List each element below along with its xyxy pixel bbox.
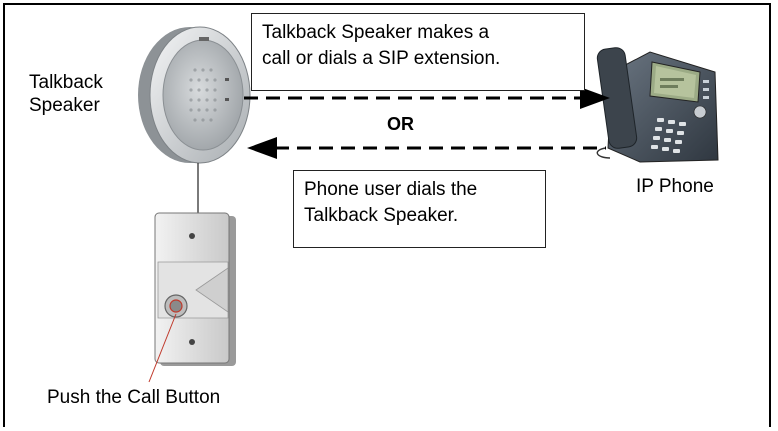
diagram-frame <box>3 3 771 427</box>
push-call-button-label: Push the Call Button <box>47 387 221 408</box>
outgoing-call-callout: Talkback Speaker makes a call or dials a… <box>251 13 585 91</box>
speaker-label: Talkback Speaker <box>29 71 103 117</box>
call-button-plate-icon <box>154 212 236 366</box>
outgoing-call-arrowhead <box>580 87 610 109</box>
speaker-label-line1: Talkback <box>29 72 103 93</box>
incoming-call-callout: Phone user dials the Talkback Speaker. <box>293 170 546 248</box>
or-label: OR <box>387 114 414 134</box>
phone-label: IP Phone <box>636 176 714 197</box>
incoming-callout-line2: Talkback Speaker. <box>304 205 459 226</box>
ip-phone-icon <box>596 47 719 163</box>
talkback-speaker-icon <box>138 26 251 164</box>
outgoing-callout-line2: call or dials a SIP extension. <box>262 48 501 69</box>
outgoing-callout-line1: Talkback Speaker makes a <box>262 22 490 43</box>
incoming-call-arrowhead <box>247 137 277 159</box>
speaker-label-line2: Speaker <box>29 95 100 116</box>
incoming-callout-line1: Phone user dials the <box>304 179 478 200</box>
call-button-pointer <box>148 313 177 383</box>
